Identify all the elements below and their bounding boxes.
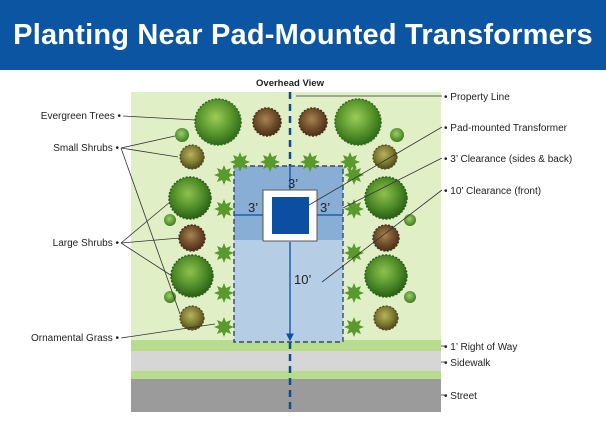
large-shrub-icon (372, 224, 400, 252)
label-pad-transformer: • Pad-mounted Transformer (444, 123, 568, 134)
left-clearance-dimension: 3’ (248, 200, 258, 215)
small-shrub-icon (179, 144, 205, 170)
transformer-box (272, 197, 309, 234)
label-ornamental-grass: Ornamental Grass • (31, 333, 119, 344)
evergreen-tree-icon (194, 98, 242, 146)
large-shrub-icon (170, 254, 214, 298)
small-shrub-icon (404, 291, 416, 303)
left-leader-lines (120, 115, 216, 339)
small-shrub-icon (373, 305, 399, 331)
label-clearance-sides: • 3’ Clearance (sides & back) (444, 154, 572, 165)
small-shrub-icon (390, 128, 404, 142)
back-clearance-dimension: 3’ (288, 176, 298, 191)
ornamental-grass-icon (214, 152, 364, 337)
brown-shrub-icon (298, 107, 328, 137)
label-evergreen-trees: Evergreen Trees • (41, 111, 122, 122)
label-sidewalk: • Sidewalk (444, 358, 491, 369)
small-shrub-icon (372, 144, 398, 170)
label-large-shrubs: Large Shrubs • (53, 238, 120, 249)
label-property-line: • Property Line (444, 92, 510, 103)
right-of-way-strip (131, 340, 441, 351)
large-shrub-icon (178, 224, 206, 252)
large-shrub-icon (364, 176, 408, 220)
brown-shrub-icon (252, 107, 282, 137)
clearance-boundary (233, 165, 344, 343)
label-street: • Street (444, 391, 477, 402)
street-strip (131, 379, 441, 412)
large-shrub-icon (364, 254, 408, 298)
right-leader-lines (296, 95, 447, 396)
evergreen-tree-icon (334, 98, 382, 146)
overhead-view-label: Overhead View (256, 78, 325, 89)
front-clearance-zone (234, 240, 343, 342)
header-banner: Planting Near Pad-Mounted Transformers (0, 0, 606, 70)
page-title: Planting Near Pad-Mounted Transformers (13, 19, 593, 51)
label-clearance-front: • 10’ Clearance (front) (444, 186, 541, 197)
small-shrub-icon (164, 214, 176, 226)
label-right-of-way: • 1’ Right of Way (444, 342, 517, 353)
planting-diagram: 3’ 3’ 3’ 10’ (31, 78, 572, 412)
label-small-shrubs: Small Shrubs • (53, 143, 119, 154)
right-clearance-dimension: 3’ (320, 200, 330, 215)
right-of-way-strip-lower (131, 371, 441, 379)
sidewalk-strip (131, 351, 441, 371)
front-clearance-dimension: 10’ (294, 272, 311, 287)
small-shrub-icon (404, 214, 416, 226)
small-shrub-icon (179, 305, 205, 331)
small-shrub-icon (175, 128, 189, 142)
large-shrub-icon (168, 176, 212, 220)
